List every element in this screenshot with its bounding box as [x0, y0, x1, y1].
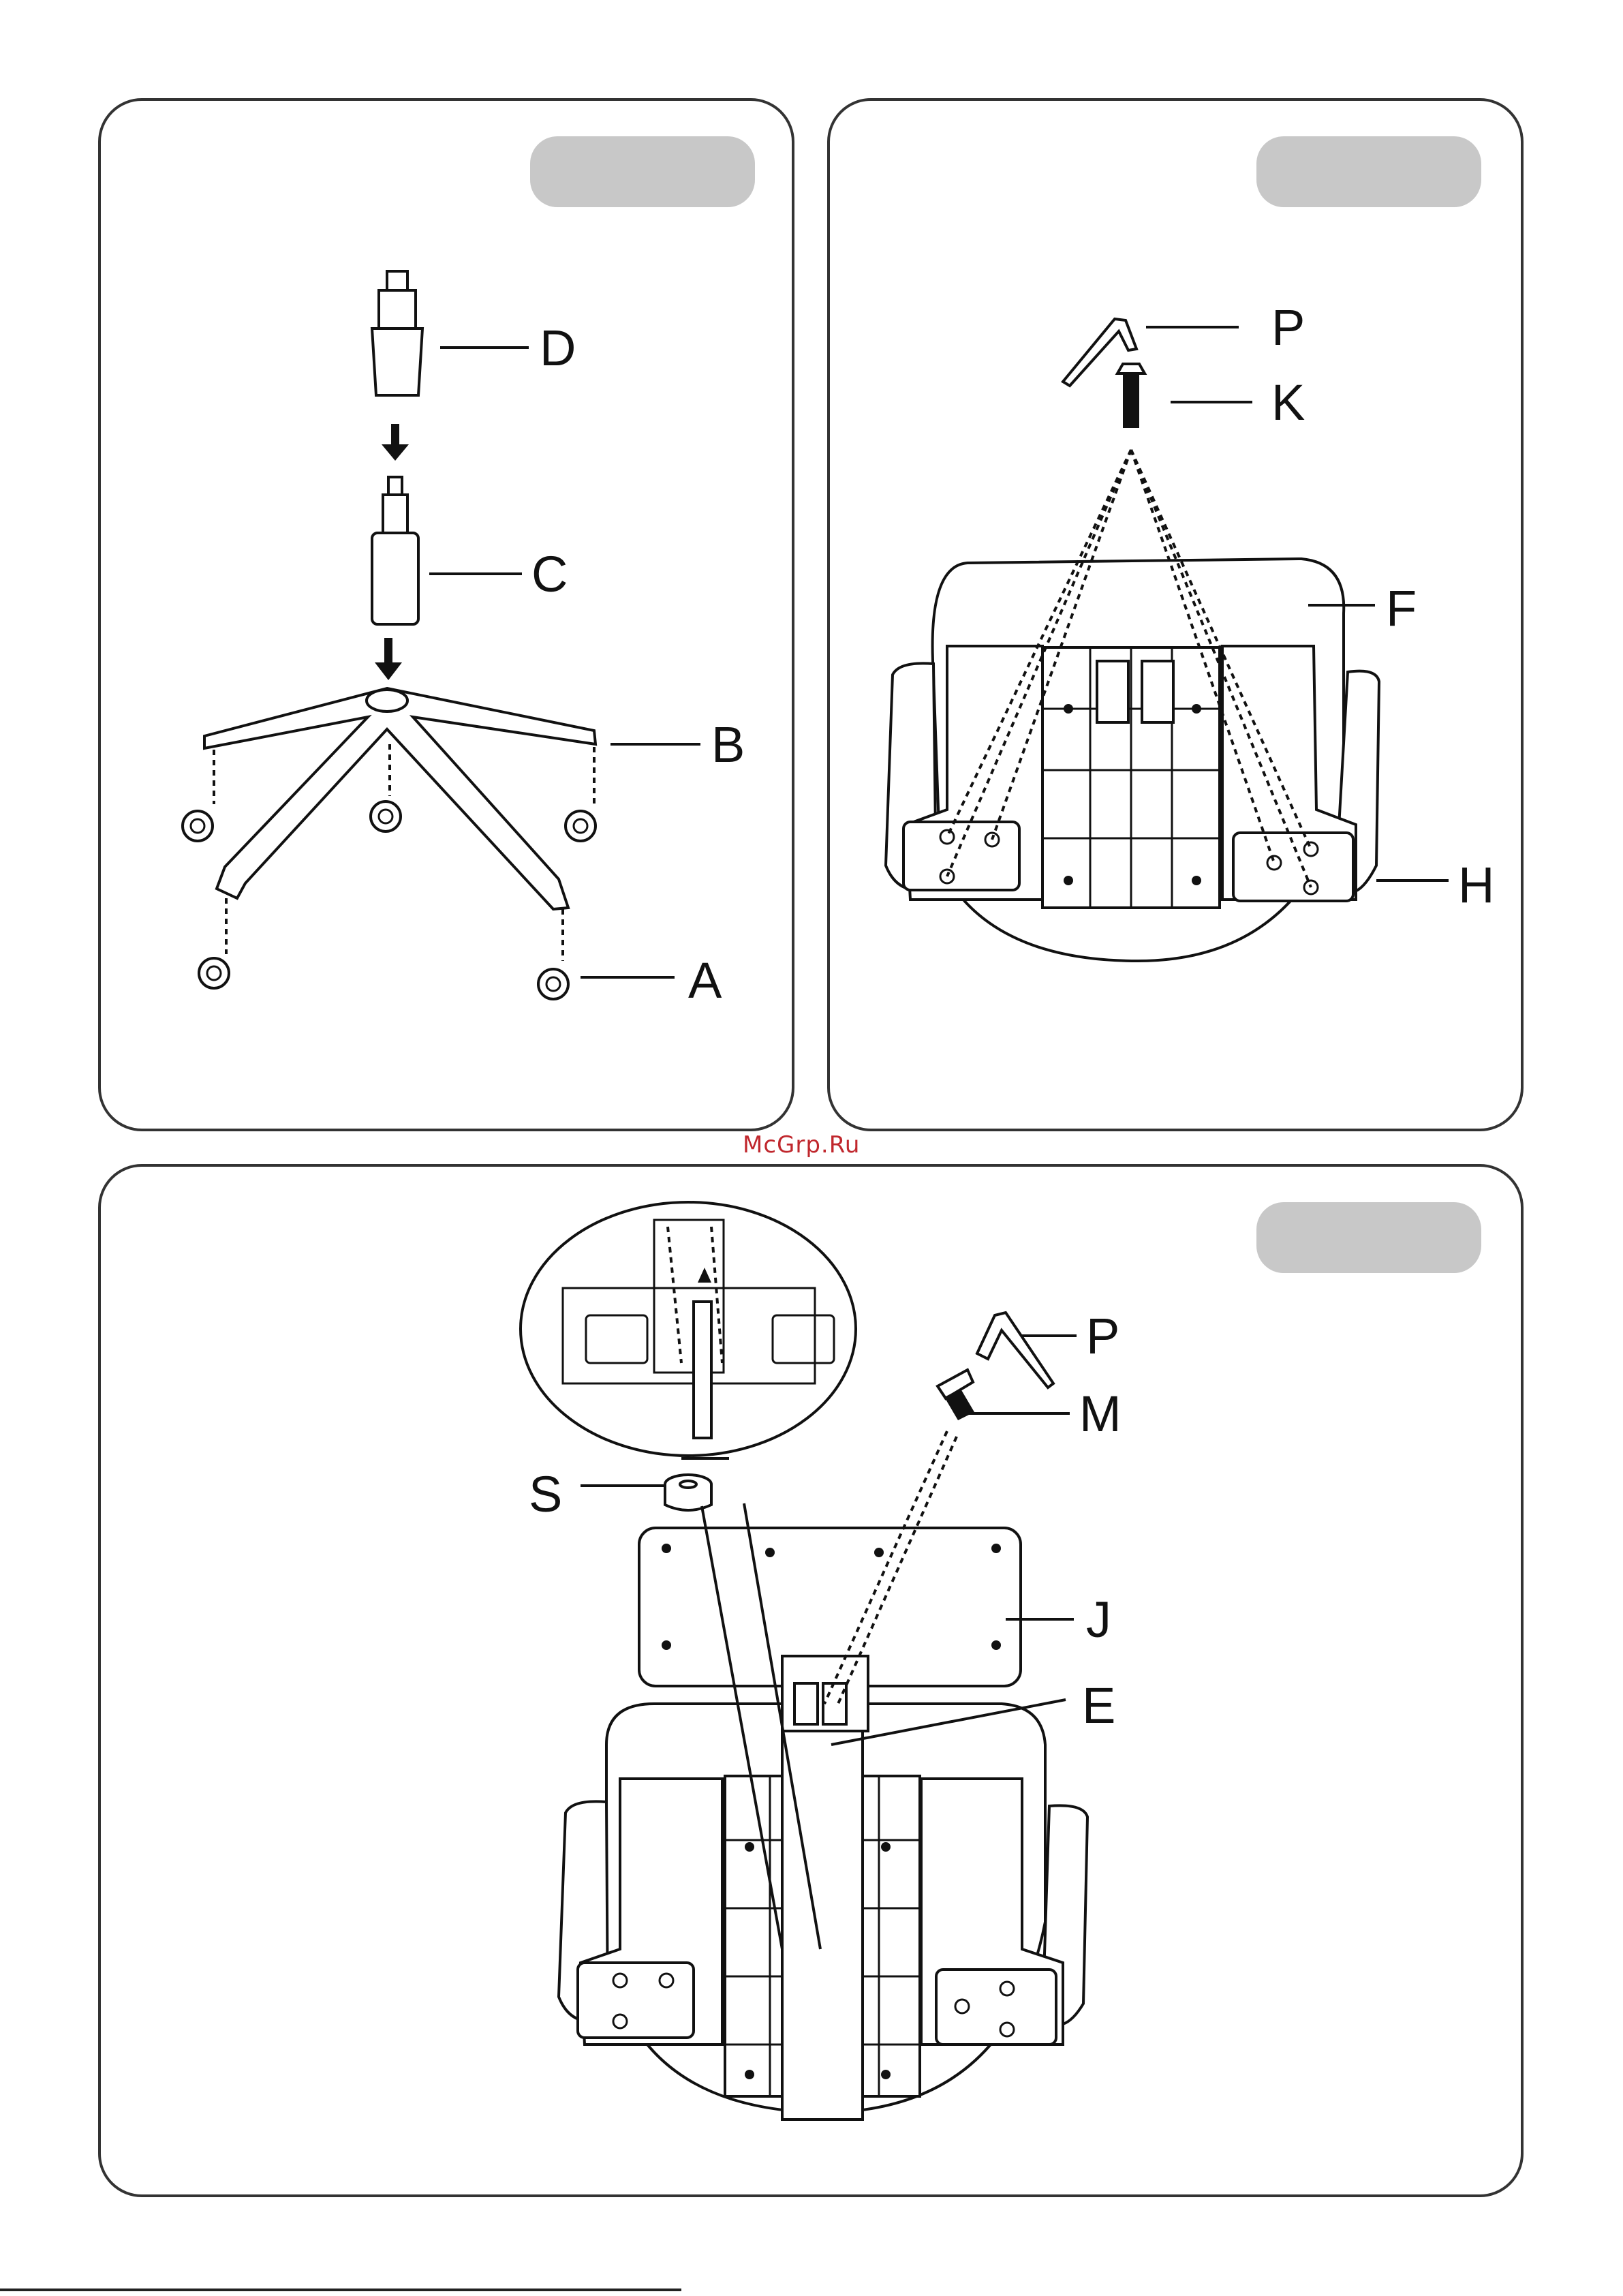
label-B: B — [711, 716, 745, 773]
star-base-B — [204, 688, 596, 909]
page-bottom-rule — [0, 2289, 681, 2291]
bolt-K — [1117, 364, 1145, 428]
label-M: M — [1079, 1386, 1122, 1442]
label-S: S — [529, 1466, 562, 1522]
label-J: J — [1086, 1591, 1111, 1648]
label-P-panel-3: P — [1086, 1308, 1119, 1364]
detail-magnifier — [521, 1202, 856, 1458]
label-P-panel-2: P — [1271, 299, 1305, 356]
label-A: A — [688, 952, 722, 1009]
label-K: K — [1271, 374, 1305, 431]
label-E: E — [1082, 1677, 1115, 1734]
spacer-S — [665, 1475, 711, 1510]
label-F: F — [1386, 580, 1417, 637]
arrow-down-2 — [375, 638, 402, 680]
label-H: H — [1458, 857, 1494, 913]
hex-key-P-panel-3 — [977, 1313, 1053, 1388]
label-C: C — [531, 546, 568, 602]
label-D: D — [540, 320, 576, 376]
gas-lift-cover-D — [372, 271, 422, 395]
gas-lift-C — [372, 477, 418, 624]
arrow-down-1 — [382, 424, 409, 461]
leader-lines-panel-1 — [429, 348, 700, 977]
